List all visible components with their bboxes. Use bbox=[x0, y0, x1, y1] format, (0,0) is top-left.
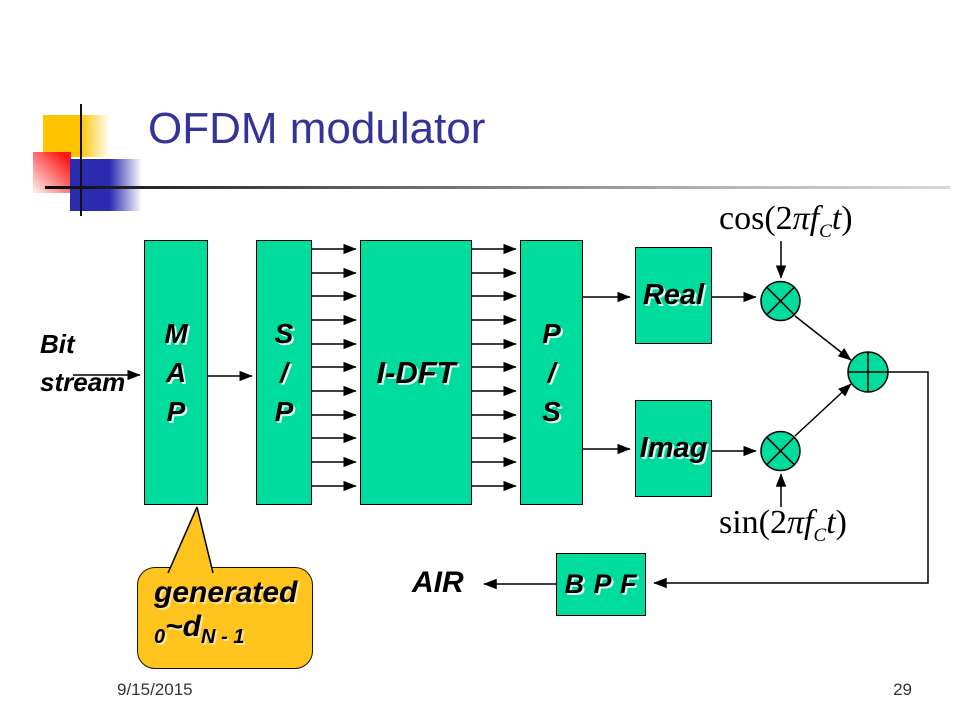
sp-to-idft-bus-arrows bbox=[312, 243, 357, 492]
decor-crosshair-vertical-line bbox=[80, 104, 82, 216]
footer-date: 9/15/2015 bbox=[117, 680, 193, 699]
serial-to-parallel-block: S / P bbox=[256, 240, 312, 505]
air-label: AIR bbox=[412, 566, 464, 599]
cos-carrier-formula: cos(2πfCt) bbox=[719, 200, 853, 242]
multiplier-bottom-icon bbox=[760, 430, 801, 472]
sin-carrier-formula: sin(2πfCt) bbox=[719, 504, 847, 546]
multiplier-top-icon bbox=[760, 280, 801, 322]
decor-blue-square bbox=[70, 159, 142, 211]
multiplier-top-to-adder-arrow bbox=[794, 315, 852, 361]
callout-bubble: generated 0~dN - 1 bbox=[137, 567, 313, 669]
map-block: M A P bbox=[144, 240, 208, 505]
real-block: Real bbox=[635, 247, 712, 344]
parallel-to-serial-block: P / S bbox=[520, 240, 583, 505]
bit-stream-label: Bit stream bbox=[40, 329, 126, 397]
multiplier-bottom-to-adder-arrow bbox=[794, 383, 852, 437]
page-number: 29 bbox=[893, 680, 912, 699]
imag-block: Imag bbox=[635, 400, 712, 497]
callout-tail bbox=[167, 506, 214, 574]
title-underline-rule bbox=[45, 186, 950, 189]
decor-yellow-square bbox=[43, 115, 110, 157]
callout-line1: generated bbox=[154, 576, 298, 609]
idft-block: I-DFT bbox=[360, 240, 472, 505]
slide-title: OFDM modulator bbox=[148, 104, 486, 153]
callout-line2: 0~dN - 1 bbox=[154, 610, 245, 648]
idft-to-ps-bus-arrows bbox=[472, 243, 517, 492]
adder-icon bbox=[847, 351, 889, 393]
bpf-block: B P F bbox=[556, 553, 646, 616]
